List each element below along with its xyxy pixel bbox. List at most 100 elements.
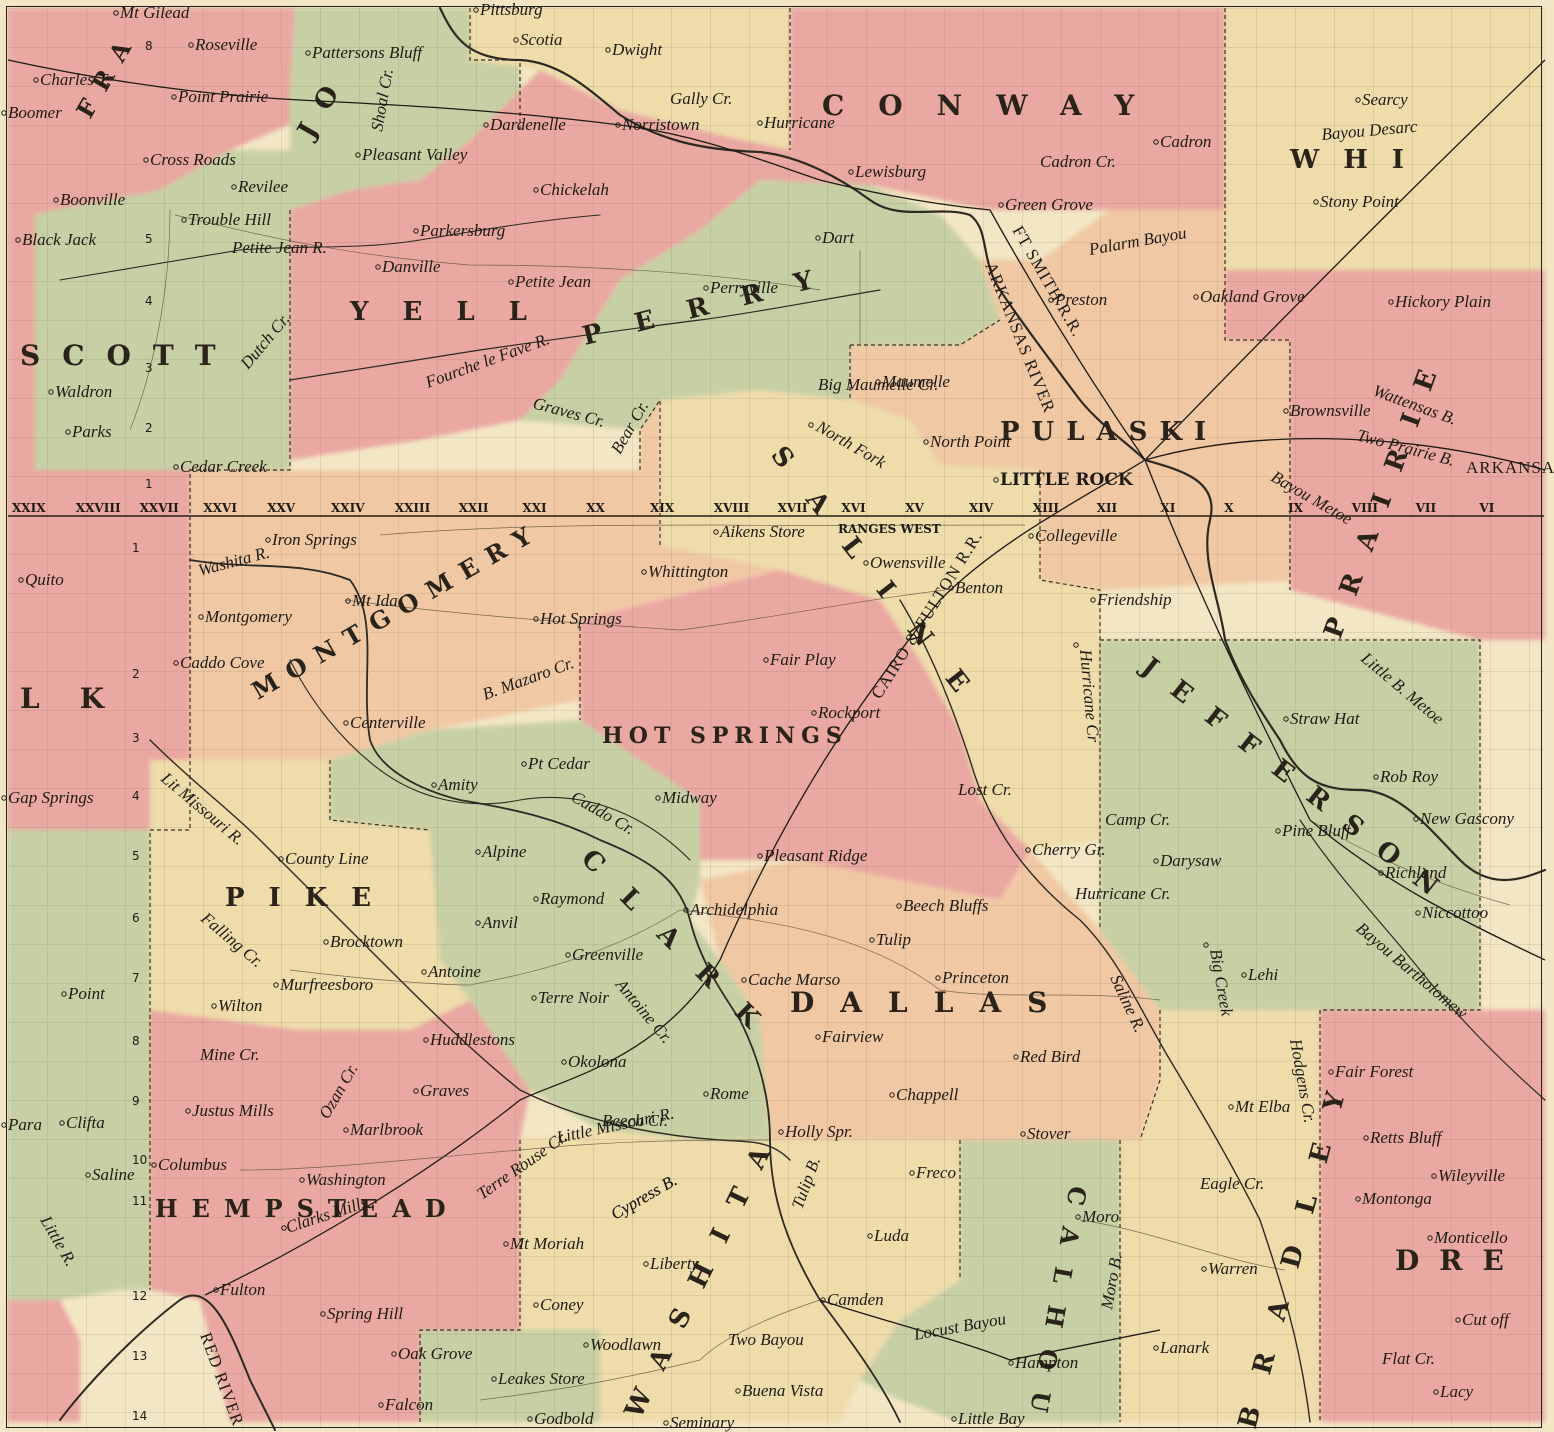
town-marker: [143, 157, 149, 163]
township-number: 3: [132, 731, 140, 745]
town-label: Bayou Metoe: [1268, 467, 1356, 529]
town-marker: [1378, 870, 1384, 876]
town-label: Big Maumelle Cr.: [818, 375, 938, 394]
town-marker: [85, 1172, 91, 1178]
town-marker: [533, 616, 539, 622]
town-marker: [998, 202, 1004, 208]
range-label: VI: [1478, 501, 1494, 515]
town-label: Coney: [540, 1295, 584, 1314]
little-missouri-river: [149, 739, 791, 1161]
town-label: Perryville: [709, 278, 778, 297]
cairo-fulton-railroad: [204, 459, 1146, 1296]
washita-river: [189, 559, 901, 1423]
town-label: Wileyville: [1438, 1166, 1505, 1185]
township-number: 2: [145, 421, 153, 435]
town-marker: [1363, 1135, 1369, 1141]
township-number: 1: [132, 541, 140, 555]
town-label: Terre Noir: [538, 988, 609, 1007]
town-label: Darysaw: [1159, 851, 1222, 870]
town-label: Rockport: [817, 703, 882, 722]
county-label-polk: LK: [20, 682, 144, 715]
town-label: Holly Spr.: [784, 1122, 853, 1141]
town-marker: [948, 585, 954, 591]
town-label: Fair Play: [769, 650, 836, 669]
town-marker: [869, 937, 875, 943]
town-marker: [663, 1420, 669, 1426]
town-label: Revilee: [237, 177, 288, 196]
town-label: Cache Marso: [748, 970, 840, 989]
town-marker: [909, 1170, 915, 1176]
township-number: 5: [132, 849, 140, 863]
town-marker: [605, 47, 611, 53]
town-marker: [503, 1241, 509, 1247]
town-marker: [378, 1402, 384, 1408]
town-marker: [65, 429, 71, 435]
town-marker: [1275, 828, 1281, 834]
town-label: Columbus: [158, 1155, 227, 1174]
town-marker: [1, 1122, 7, 1128]
town-marker: [151, 1162, 157, 1168]
town-marker: [1431, 1173, 1437, 1179]
town-marker: [15, 237, 21, 243]
town-marker: [1241, 972, 1247, 978]
town-marker: [615, 122, 621, 128]
town-label: Antoine: [427, 962, 481, 981]
town-label: Richland: [1384, 863, 1447, 882]
range-label: XIII: [1033, 501, 1060, 515]
town-marker: [1073, 642, 1079, 648]
town-label: Roseville: [194, 35, 258, 54]
town-marker: [951, 1416, 957, 1422]
town-label: Trouble Hill: [188, 210, 271, 229]
town-label: Cedar Creek: [180, 457, 267, 476]
town-label: Lewisburg: [854, 162, 926, 181]
town-label: Mt Elba: [1234, 1097, 1290, 1116]
town-label: Buena Vista: [742, 1381, 823, 1400]
town-label: Bayou Desarc: [1321, 117, 1419, 144]
town-label: County Line: [285, 849, 369, 868]
town-label: Amity: [437, 775, 478, 794]
town-label: Cadron: [1160, 132, 1211, 151]
town-label: Charles T.: [40, 70, 111, 89]
town-marker: [1075, 1214, 1081, 1220]
town-marker: [320, 1311, 326, 1317]
town-label: Fourche le Fave R.: [422, 329, 552, 392]
town-marker: [1025, 847, 1031, 853]
town-label: Oakland Grove: [1200, 287, 1305, 306]
town-label: Niccottoo: [1421, 903, 1488, 922]
town-marker: [896, 903, 902, 909]
county-boundaries: [149, 8, 1481, 1422]
town-label: Oak Grove: [398, 1344, 473, 1363]
town-label: Shoal Cr.: [367, 67, 397, 133]
range-label: XVI: [841, 501, 866, 515]
town-marker: [265, 537, 271, 543]
town-label: Marlbrook: [349, 1120, 423, 1139]
town-label: Parks: [71, 422, 112, 441]
town-label: Point Prairie: [177, 87, 269, 106]
town-label: Hickory Plain: [1394, 292, 1491, 311]
town-label: Benton: [955, 578, 1003, 597]
town-label: Maumelle: [881, 372, 950, 391]
town-label: Petite Jean: [514, 272, 591, 291]
range-label: XXI: [522, 501, 547, 515]
town-label: Lit Missouri R.: [157, 768, 248, 849]
range-label: XXIII: [395, 501, 431, 515]
town-marker: [343, 1127, 349, 1133]
town-label: LITTLE ROCK: [1000, 470, 1134, 490]
township-number: 14: [132, 1409, 147, 1423]
county-label-yell: YELL: [349, 297, 561, 327]
town-marker: [513, 37, 519, 43]
town-label: Fair Forest: [1334, 1062, 1415, 1081]
town-label: Bayou Bartholomew: [1352, 919, 1471, 1024]
town-label: Anvil: [481, 913, 518, 932]
petit-jean-river: [59, 214, 601, 281]
northwest-railroad: [7, 59, 991, 211]
town-marker: [875, 379, 881, 385]
town-label: Montgomery: [204, 607, 292, 626]
town-label: Spring Hill: [327, 1304, 403, 1323]
county-label-calhoun: CALHOUN: [1013, 1184, 1093, 1432]
town-label: Quito: [25, 570, 64, 589]
town-label: Moro: [1081, 1207, 1119, 1226]
town-marker: [173, 660, 179, 666]
